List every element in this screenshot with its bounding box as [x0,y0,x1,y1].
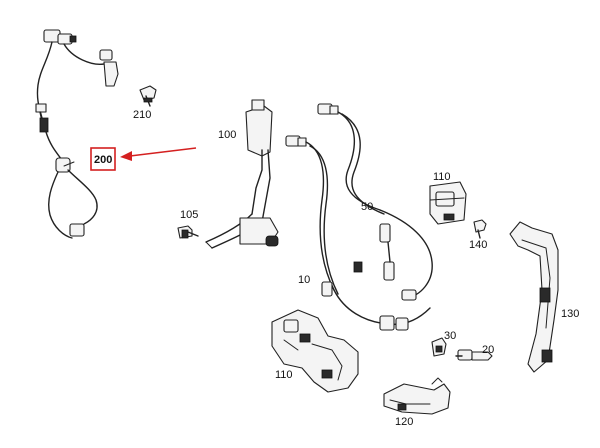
part-210-bolt [139,85,157,107]
callout-110b-label[interactable]: 110 [275,369,293,381]
part-20-sensor [455,349,493,361]
callout-200-label: 200 [94,154,112,166]
part-130-bracket [509,221,559,373]
pointer-arrow [120,147,197,161]
part-140-bolt [473,219,487,239]
part-100-bracket [205,99,279,249]
part-110-housing-upper [429,181,467,225]
part-105-screw [177,225,199,239]
part-30-clip [431,337,447,357]
callout-30-label[interactable]: 30 [444,330,456,342]
callout-100-label[interactable]: 100 [218,129,236,141]
callout-140-label[interactable]: 140 [469,239,487,251]
part-200-harness [35,29,119,239]
part-10-cable [285,135,431,331]
callout-50-label[interactable]: 50 [361,201,373,213]
callout-110a-label[interactable]: 110 [433,171,451,183]
callout-200[interactable]: 200 [90,147,116,171]
callout-105-label[interactable]: 105 [180,209,198,221]
callout-210-label[interactable]: 210 [133,109,151,121]
part-110-housing-lower [271,309,359,393]
callout-20-label[interactable]: 20 [482,344,494,356]
callout-10-label[interactable]: 10 [298,274,310,286]
part-50-cable [317,103,433,299]
callout-130-label[interactable]: 130 [561,308,579,320]
callout-120-label[interactable]: 120 [395,416,413,428]
part-120-bracket [383,377,451,415]
